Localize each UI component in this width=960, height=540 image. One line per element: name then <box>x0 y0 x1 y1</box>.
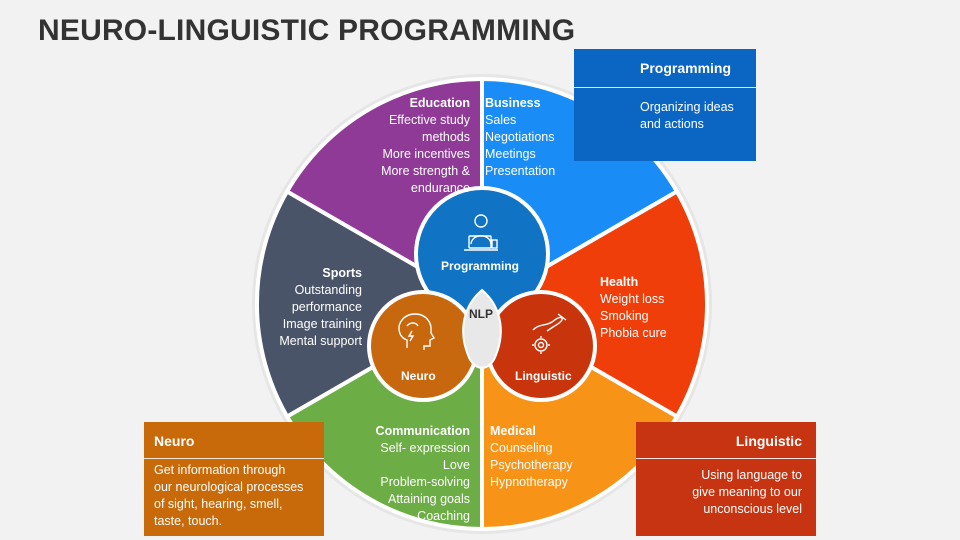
segment-sports-text: Sports Outstanding performance Image tra… <box>279 265 362 350</box>
segment-business-heading: Business <box>485 96 541 110</box>
circle-neuro <box>367 290 479 402</box>
neuro-box-title: Neuro <box>154 433 195 449</box>
segment-sports-heading: Sports <box>322 266 362 280</box>
hand-gear-icon <box>532 313 567 354</box>
segment-business-text: Business Sales Negotiations Meetings Pre… <box>485 95 555 180</box>
nlp-overlap <box>462 288 502 369</box>
person-laptop-icon <box>464 214 498 251</box>
programming-box-title: Programming <box>640 60 732 76</box>
segment-communication-line: Self- expression <box>380 441 470 455</box>
segment-health-heading: Health <box>600 275 639 289</box>
circle-linguistic <box>485 290 597 402</box>
segment-medical-line: Hypnotherapy <box>490 475 568 489</box>
segment-communication-text: Communication Self- expression Love Prob… <box>376 423 470 525</box>
linguistic-box-line: give meaning to our <box>692 485 802 499</box>
segment-medical-heading: Medical <box>490 424 536 438</box>
segment-communication-line: Love <box>442 458 470 472</box>
segment-education-text: Education Effective study methods More i… <box>381 95 470 197</box>
segment-education-line: More incentives <box>382 147 470 161</box>
segment-sports <box>255 188 487 420</box>
neuro-box-line: our neurological processes <box>154 480 304 494</box>
programming-box-line: Organizing ideas <box>640 100 734 114</box>
segment-business-line: Presentation <box>485 164 556 178</box>
segment-education-heading: Education <box>409 96 470 110</box>
linguistic-box-line: unconscious level <box>703 502 802 516</box>
linguistic-box-line: Using language to <box>701 468 802 482</box>
neuro-info-box: Neuro Get information through our neurol… <box>144 422 324 536</box>
programming-box-line: and actions <box>640 117 704 131</box>
segment-medical-line: Counseling <box>490 441 553 455</box>
head-brain-icon <box>398 313 435 350</box>
circle-linguistic-label: Linguistic <box>515 369 572 383</box>
segment-health-line: Phobia cure <box>600 326 667 340</box>
segment-communication-heading: Communication <box>375 424 470 438</box>
segment-sports-line: performance <box>291 300 362 314</box>
neuro-box-line: Get information through <box>154 463 286 477</box>
neuro-box-line: of sight, hearing, smell, <box>154 497 283 511</box>
segment-health <box>477 188 709 420</box>
segment-medical-text: Medical Counseling Psychotherapy Hypnoth… <box>490 423 573 491</box>
page-title: NEURO-LINGUISTIC PROGRAMMING <box>38 14 576 47</box>
programming-info-box: Programming Organizing ideas and actions <box>574 49 756 161</box>
segment-health-line: Smoking <box>600 309 649 323</box>
segment-business-line: Sales <box>485 113 517 127</box>
linguistic-info-box: Linguistic Using language to give meanin… <box>636 422 816 536</box>
segment-business-line: Meetings <box>485 147 536 161</box>
segment-education-line: methods <box>422 130 470 144</box>
segment-medical-line: Psychotherapy <box>490 458 573 472</box>
linguistic-box-divider <box>636 458 816 459</box>
segment-business-line: Negotiations <box>485 130 555 144</box>
neuro-box-divider <box>144 458 324 459</box>
segment-education-line: Effective study <box>388 113 470 127</box>
linguistic-box-text: Using language to give meaning to our un… <box>692 467 802 518</box>
segment-sports-line: Image training <box>282 317 362 331</box>
segment-education-line: More strength & <box>381 164 470 178</box>
segment-health-text: Health Weight loss Smoking Phobia cure <box>600 274 667 342</box>
circle-programming-label: Programming <box>441 259 520 273</box>
segment-communication-line: Problem-solving <box>380 475 470 489</box>
segment-education-line: endurance <box>410 181 470 195</box>
segment-communication-line: Coaching <box>417 509 470 523</box>
segment-sports-line: Mental support <box>279 334 362 348</box>
segment-communication-line: Attaining goals <box>387 492 470 506</box>
linguistic-box-title: Linguistic <box>735 433 802 449</box>
segment-sports-line: Outstanding <box>294 283 362 297</box>
segment-health-line: Weight loss <box>600 292 665 306</box>
programming-box-text: Organizing ideas and actions <box>640 99 734 133</box>
neuro-box-line: taste, touch. <box>154 514 223 528</box>
neuro-box-text: Get information through our neurological… <box>154 462 303 530</box>
nlp-label: NLP <box>469 307 493 321</box>
programming-box-divider <box>574 87 756 88</box>
circle-neuro-label: Neuro <box>401 369 436 383</box>
